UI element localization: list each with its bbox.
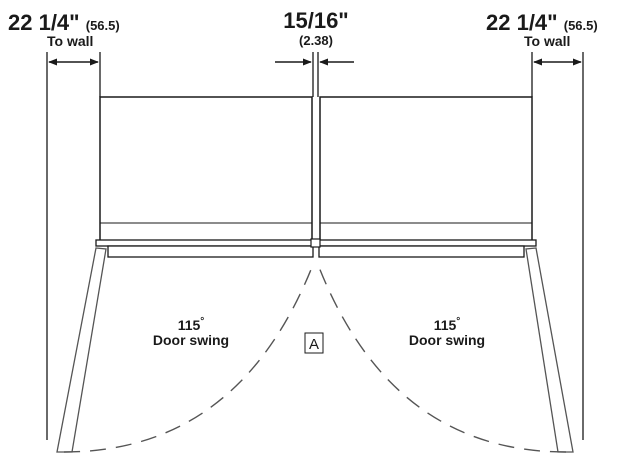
right-swing-degree: ° — [456, 316, 460, 327]
right-swing-angle: 115° — [434, 316, 461, 333]
right-handle-bar — [318, 245, 525, 258]
right-handle-strip — [316, 239, 537, 247]
center-hinge-block — [310, 238, 321, 248]
left-swing-label: Door swing — [153, 332, 229, 348]
right-door-swing-arc — [316, 261, 567, 453]
center-gap-value: 15/16" — [283, 8, 348, 33]
left-swing-angle: 115° — [178, 316, 205, 333]
right-to-wall-label: To wall — [524, 33, 570, 49]
center-gap-metric: (2.38) — [299, 33, 333, 48]
right-clearance-value: 22 1/4" — [486, 10, 558, 35]
right-swing-label: Door swing — [409, 332, 485, 348]
left-handle-bar — [107, 245, 314, 258]
right-swing-angle-value: 115 — [434, 317, 457, 333]
left-clearance-value: 22 1/4" — [8, 10, 80, 35]
callout-a-letter: A — [309, 336, 319, 353]
right-open-door — [525, 247, 574, 453]
left-door-swing-arc — [63, 261, 315, 453]
left-swing-angle-value: 115 — [178, 317, 201, 333]
left-door-panel — [99, 96, 313, 243]
left-clearance-label: 22 1/4" (56.5) — [8, 10, 120, 35]
left-swing-degree: ° — [200, 316, 204, 327]
left-to-wall-label: To wall — [47, 33, 93, 49]
left-clearance-metric: (56.5) — [86, 18, 120, 33]
left-handle-strip — [95, 239, 316, 247]
callout-a-box — [304, 332, 324, 354]
right-clearance-metric: (56.5) — [564, 18, 598, 33]
right-door-panel — [319, 96, 533, 243]
right-clearance-label: 22 1/4" (56.5) — [486, 10, 598, 35]
left-open-door — [56, 247, 107, 453]
